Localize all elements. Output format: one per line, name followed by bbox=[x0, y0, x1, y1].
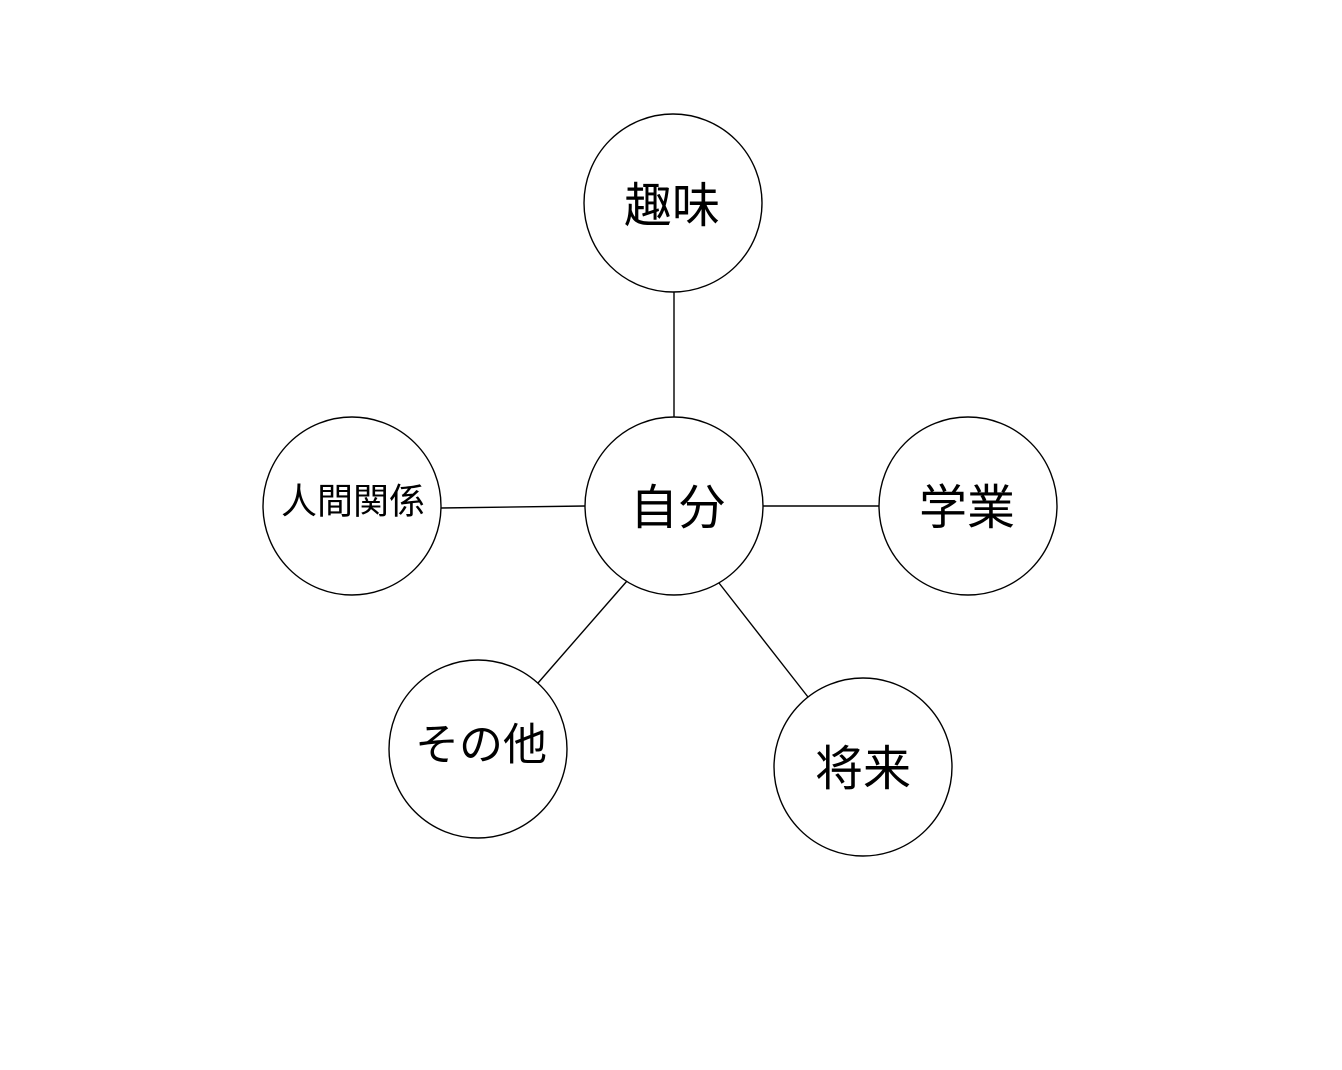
node-future-circle bbox=[773, 677, 953, 857]
node-future-label: 将来 bbox=[815, 741, 911, 797]
node-other[interactable]: その他 bbox=[388, 659, 568, 839]
node-center-circle bbox=[584, 416, 764, 596]
edge-center-future bbox=[718, 582, 809, 698]
node-relationships-circle bbox=[262, 416, 442, 596]
node-future[interactable]: 将来 bbox=[773, 677, 953, 857]
node-center[interactable]: 自分 bbox=[584, 416, 764, 596]
node-relationships[interactable]: 人間関係 bbox=[262, 416, 442, 596]
node-hobby-label: 趣味 bbox=[624, 178, 720, 234]
node-other-circle bbox=[388, 659, 568, 839]
node-study-label: 学業 bbox=[919, 480, 1015, 536]
node-hobby-circle bbox=[583, 113, 763, 293]
node-center-label: 自分 bbox=[630, 480, 726, 536]
node-study-circle bbox=[878, 416, 1058, 596]
node-study[interactable]: 学業 bbox=[878, 416, 1058, 596]
node-relationships-label: 人間関係 bbox=[281, 482, 425, 523]
edge-center-other bbox=[537, 580, 628, 684]
node-other-label: その他 bbox=[415, 720, 547, 771]
edge-center-relationships bbox=[440, 505, 586, 509]
node-hobby[interactable]: 趣味 bbox=[583, 113, 763, 293]
